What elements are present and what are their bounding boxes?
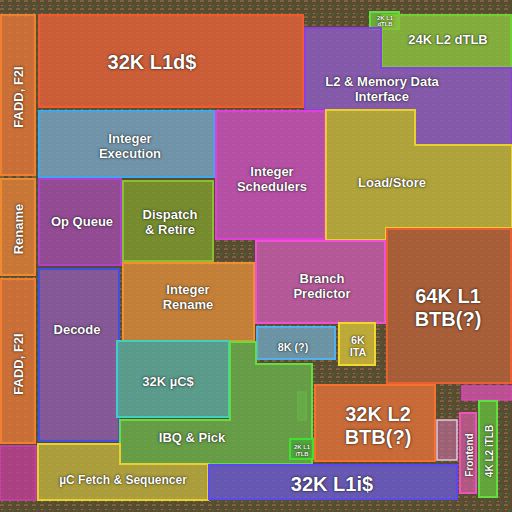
block-label: 64K L1 BTB(?) (393, 285, 503, 331)
floorplan-block: Integer Rename (122, 262, 255, 342)
floorplan-block: FADD, F2I (0, 14, 36, 176)
block-label: L2 & Memory Data Interface (316, 75, 448, 105)
block-label: 2K L1 dTLB (372, 15, 398, 28)
block-shape (120, 342, 312, 464)
block-label: Dispatch & Retire (138, 208, 202, 238)
block-label: 8K (?) (258, 341, 328, 353)
floorplan-block: Decode (38, 268, 120, 442)
block-label: Branch Predictor (272, 272, 372, 302)
block-label: 32K L1i$ (232, 473, 432, 496)
block-outline (120, 342, 312, 464)
floorplan-block: Integer Execution (38, 110, 215, 178)
block-label: 32K µC$ (118, 375, 218, 390)
fp-region (0, 446, 36, 500)
block-outline (38, 444, 208, 500)
block-label: Rename (12, 194, 27, 264)
block-label: Integer Execution (80, 132, 180, 162)
block-label: 2K L1 iTLB (292, 444, 312, 457)
block-shape (326, 110, 512, 240)
block-label: 24K L2 dTLB (386, 33, 511, 48)
floorplan-block: 2K L1 iTLB IBQ & Pick (120, 342, 312, 464)
floorplan-block: Op Queue (38, 178, 122, 266)
floorplan-block: Dispatch & Retire (122, 180, 214, 262)
block-label: Integer Rename (143, 283, 233, 313)
block-label: 4K L2 iTLB (484, 406, 496, 496)
floorplan-block: 32K L2 BTB(?) (314, 384, 436, 462)
floorplan-block: Frontend (459, 412, 477, 494)
block-label: 32K L2 BTB(?) (323, 403, 433, 449)
floorplan-block: Integer Schedulers (215, 110, 326, 240)
block-label: IBQ & Pick (142, 431, 242, 446)
floorplan-block: 32K µC$ (116, 340, 230, 418)
floorplan-block: 2K L1 iTLB (289, 438, 314, 460)
floorplan-block: µC Fetch & Sequencer (38, 444, 208, 500)
floorplan-block: FADD, F2I (0, 278, 36, 444)
block-shape (38, 444, 208, 500)
frontend-cell (437, 420, 457, 460)
block-label: Integer Schedulers (222, 165, 322, 195)
block-label: Decode (39, 323, 115, 338)
floorplan-block: 24K L2 dTLB (381, 14, 512, 68)
floorplan-block: Branch Predictor (255, 240, 386, 324)
block-label: 32K L1d$ (52, 51, 252, 74)
floorplan-block: 4K L2 iTLB (478, 400, 498, 498)
block-label: µC Fetch & Sequencer (41, 474, 206, 488)
floorplan-block: Rename (0, 178, 36, 276)
floorplan-block: 64K L1 BTB(?) (386, 228, 512, 384)
floorplan-block: 32K L1d$ (38, 14, 304, 108)
floorplan-block: 6K ITA (338, 322, 376, 366)
floorplan-block: 8K (?) (256, 326, 336, 360)
floorplan-block: Load/Store (326, 110, 512, 240)
block-label: Load/Store (342, 176, 442, 191)
block-label: FADD, F2I (12, 52, 27, 142)
frontend-bar (462, 386, 512, 400)
block-label: Frontend (464, 420, 476, 490)
block-label: FADD, F2I (12, 319, 27, 409)
floorplan-block: 2K L1 dTLB (369, 11, 400, 30)
block-label: Op Queue (43, 215, 121, 230)
floorplan-block: 32K L1i$ (208, 464, 458, 500)
block-label: 6K ITA (342, 334, 374, 359)
